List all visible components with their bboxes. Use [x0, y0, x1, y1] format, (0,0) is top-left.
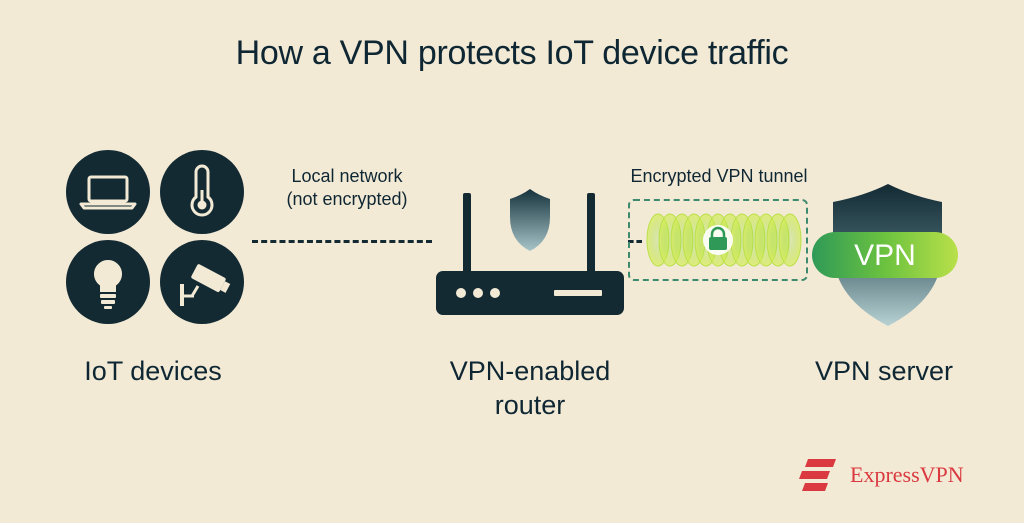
router-label: VPN-enabled router: [430, 354, 630, 422]
lightbulb-device: [66, 240, 150, 324]
iot-devices-label: IoT devices: [84, 356, 222, 386]
local-network-line: [252, 240, 432, 243]
tunnel-entry-line: [628, 240, 642, 243]
brand-logo: ExpressVPN: [796, 455, 964, 495]
router-icon: [436, 189, 624, 315]
encrypted-tunnel-box: [628, 199, 808, 281]
laptop-device: [66, 150, 150, 234]
router-label-line1: VPN-enabled: [449, 356, 611, 386]
security-camera-device: [160, 240, 244, 324]
laptop-icon: [79, 175, 137, 210]
thermometer-device: [160, 150, 244, 234]
brand-name: ExpressVPN: [850, 462, 964, 487]
local-network-label: Local network (not encrypted): [258, 165, 436, 211]
lock-icon: [709, 226, 727, 250]
vpn-server-shield-icon: [812, 184, 958, 326]
router-shield-icon: [510, 189, 550, 251]
expressvpn-logo-icon: [799, 459, 836, 491]
security-camera-icon: [180, 264, 231, 306]
local-network-line2: (not encrypted): [286, 189, 408, 209]
lightbulb-icon: [93, 260, 123, 309]
local-network-line1: Local network: [291, 166, 403, 186]
tunnel-label: Encrypted VPN tunnel: [630, 166, 808, 186]
vpn-server-label: VPN server: [814, 356, 954, 386]
encrypted-tunnel-waves: [646, 213, 802, 267]
router-label-line2: router: [494, 390, 566, 420]
vpn-badge: VPN: [854, 239, 916, 272]
thermometer-icon: [190, 164, 214, 217]
diagram-title: How a VPN protects IoT device traffic: [235, 34, 789, 72]
